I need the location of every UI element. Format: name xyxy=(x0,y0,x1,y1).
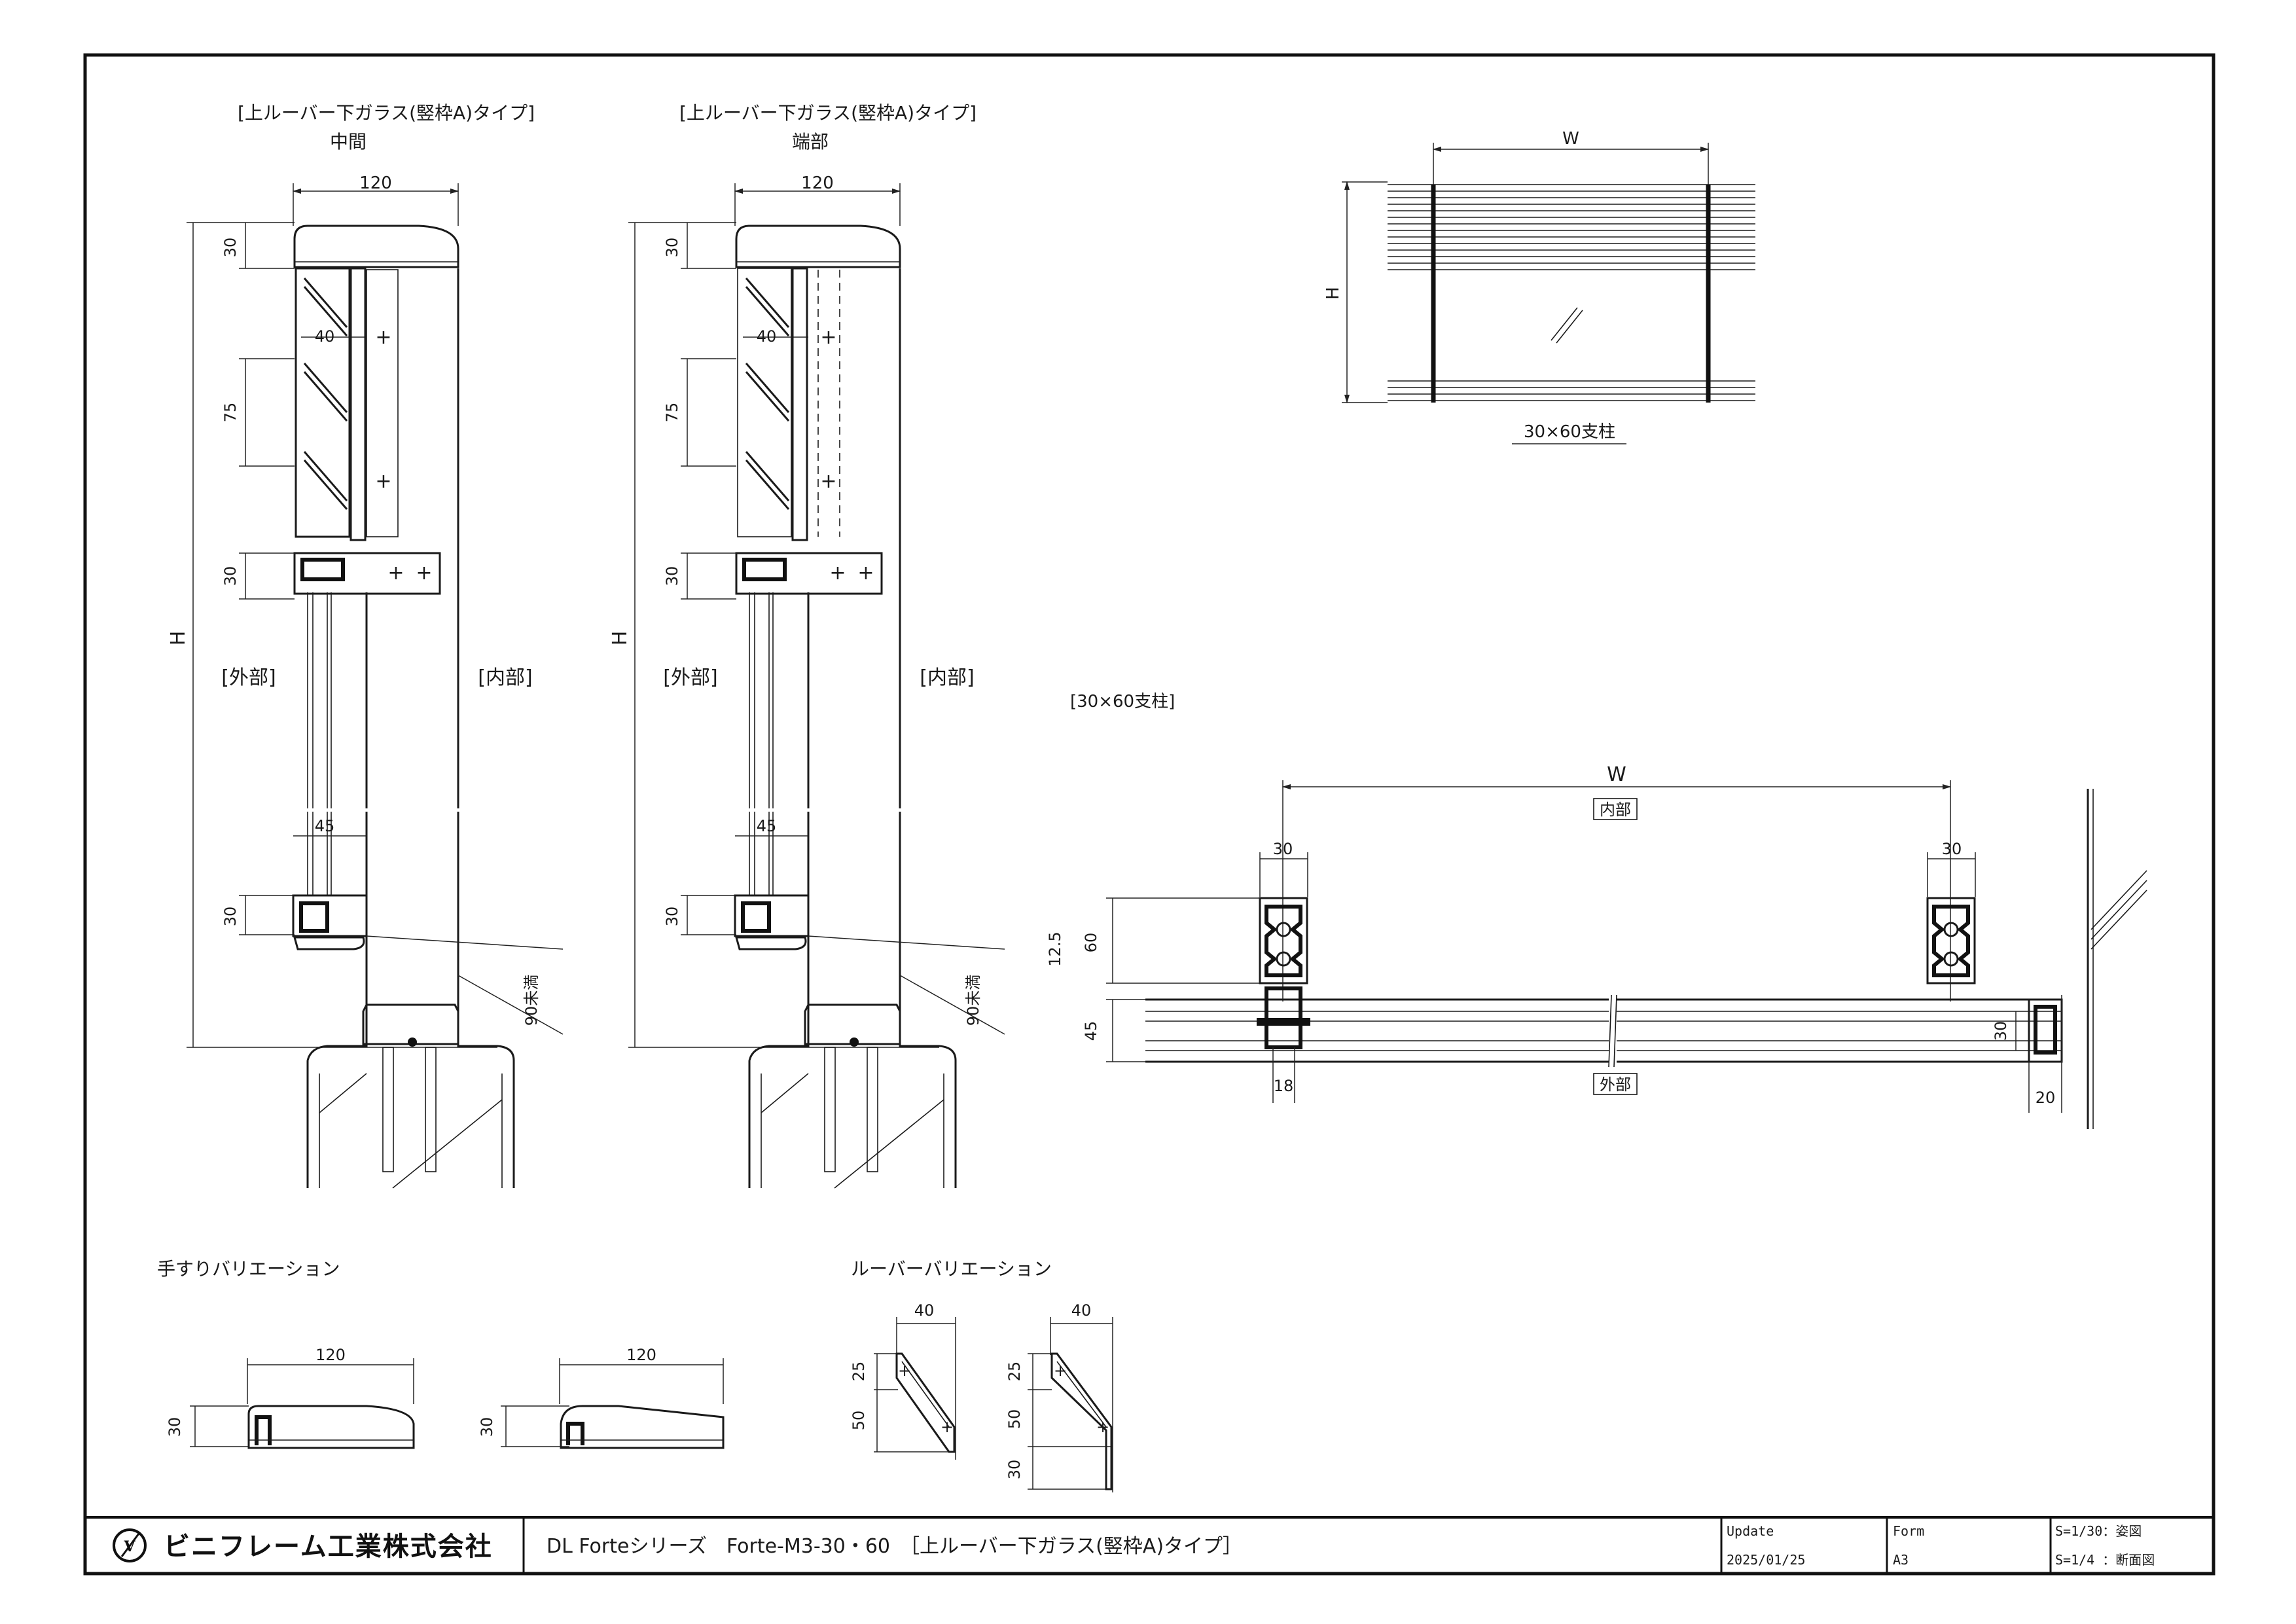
section-mid: [上ルーバー下ガラス(竪枠A)タイプ] 中間 120 H 30 75 30 30 xyxy=(167,102,564,1189)
louver-1-dim-50: 50 xyxy=(850,1411,868,1431)
scale-2: S=1/4 ：断面図 xyxy=(2055,1552,2155,1568)
section-end-label-outer: [外部] xyxy=(663,666,717,689)
sheet-border xyxy=(83,53,2215,1576)
section-end-subtitle: 端部 xyxy=(792,131,829,153)
plan-dim-30-side: 30 xyxy=(1992,1021,2010,1041)
plan-label-outer: 外部 xyxy=(1600,1075,1631,1094)
section-end-dim-louver: 40 xyxy=(757,327,777,346)
svg-text:V: V xyxy=(123,1538,135,1555)
handrail-2-width: 120 xyxy=(626,1346,656,1364)
elevation-view: W H 30×60支柱 xyxy=(1323,129,1755,444)
section-end-title: [上ルーバー下ガラス(竪枠A)タイプ] xyxy=(679,102,977,124)
plan-dim-w: W xyxy=(1607,763,1626,786)
plan-dim-20: 20 xyxy=(2036,1089,2056,1107)
section-end-dim-top: 30 xyxy=(663,238,681,258)
svg-text:+: + xyxy=(898,1362,911,1380)
section-mid-dim-height: H xyxy=(167,631,190,646)
update-label: Update xyxy=(1727,1523,1774,1539)
louver-1-width: 40 xyxy=(914,1301,935,1320)
section-end: [上ルーバー下ガラス(竪枠A)タイプ] 端部 120 H 30 75 30 30 xyxy=(609,102,1005,1189)
company-name: ビニフレーム工業株式会社 xyxy=(164,1531,493,1562)
section-end-dim-rail: 30 xyxy=(663,566,681,586)
svg-text:+: + xyxy=(829,562,846,585)
plan-dim-post-right: 30 xyxy=(1942,840,1962,858)
plan-title: [30×60支柱] xyxy=(1070,692,1175,712)
drawing-title: DL Forteシリーズ Forte-M3-30・60 ［上ルーバー下ガラス(竪… xyxy=(547,1535,1242,1558)
section-mid-label-inner: [内部] xyxy=(478,666,532,689)
plan-dim-18: 18 xyxy=(1274,1077,1294,1095)
form-value: A3 xyxy=(1893,1552,1909,1568)
section-mid-dim-embed: 90未満 xyxy=(522,975,541,1026)
svg-text:+: + xyxy=(857,562,874,585)
handrail-1-height: 30 xyxy=(166,1417,184,1437)
louver-2-dim-25: 25 xyxy=(1005,1362,1024,1382)
section-mid-subtitle: 中間 xyxy=(330,131,367,153)
svg-text:+: + xyxy=(375,326,391,349)
louver-2-dim-50: 50 xyxy=(1005,1409,1024,1430)
louver-variation-title: ルーバーバリエーション xyxy=(851,1258,1052,1280)
section-mid-dim-width: 120 xyxy=(359,173,392,193)
form-label: Form xyxy=(1893,1523,1924,1539)
louver-variation: ルーバーバリエーション 40 25 50 + + 40 25 50 30 + + xyxy=(850,1258,1113,1492)
section-end-dim-height: H xyxy=(609,631,632,646)
section-end-label-inner: [内部] xyxy=(920,666,974,689)
elevation-dim-w: W xyxy=(1562,129,1579,149)
svg-text:+: + xyxy=(1096,1418,1109,1436)
plan-dim-12-5: 12.5 xyxy=(1046,931,1064,966)
handrail-variation: 手すりバリエーション 120 30 120 30 xyxy=(157,1258,725,1449)
title-block: V ビニフレーム工業株式会社 DL Forteシリーズ Forte-M3-30・… xyxy=(85,1516,2214,1574)
section-end-dim-bottom-h: 30 xyxy=(663,907,681,927)
plan-dim-60: 60 xyxy=(1082,933,1100,953)
plan-view: [30×60支柱] W 内部 30 30 12.5 60 xyxy=(1046,692,2147,1129)
section-mid-dim-rail: 30 xyxy=(221,566,240,586)
section-mid-dim-louver: 40 xyxy=(315,327,335,346)
section-mid-dim-pitch: 75 xyxy=(221,403,240,423)
section-end-dim-pitch: 75 xyxy=(663,403,681,423)
plan-dim-post-left: 30 xyxy=(1273,840,1293,858)
section-mid-dim-bottom-w: 45 xyxy=(315,817,335,835)
section-end-dim-width: 120 xyxy=(801,173,834,193)
louver-2-width: 40 xyxy=(1071,1301,1092,1320)
section-mid-dim-top: 30 xyxy=(221,238,240,258)
svg-text:+: + xyxy=(375,470,391,493)
plan-label-inner: 内部 xyxy=(1600,801,1631,819)
section-mid-label-outer: [外部] xyxy=(221,666,276,689)
company-logo: V xyxy=(113,1528,147,1562)
section-end-dim-embed: 90未満 xyxy=(964,975,982,1026)
louver-1-dim-25: 25 xyxy=(850,1362,868,1382)
louver-2-dim-30: 30 xyxy=(1005,1460,1024,1480)
elevation-post-label: 30×60支柱 xyxy=(1524,422,1615,442)
svg-text:+: + xyxy=(1054,1362,1067,1380)
elevation-dim-h: H xyxy=(1323,287,1343,300)
svg-text:+: + xyxy=(820,470,836,493)
handrail-variation-title: 手すりバリエーション xyxy=(157,1258,340,1280)
section-mid-title: [上ルーバー下ガラス(竪枠A)タイプ] xyxy=(238,102,535,124)
section-end-dim-bottom-w: 45 xyxy=(757,817,777,835)
svg-text:+: + xyxy=(941,1418,954,1436)
svg-text:+: + xyxy=(820,326,836,349)
handrail-1-width: 120 xyxy=(315,1346,346,1364)
svg-text:+: + xyxy=(387,562,404,585)
update-value: 2025/01/25 xyxy=(1727,1552,1805,1568)
plan-dim-45: 45 xyxy=(1082,1021,1100,1041)
scale-1: S=1/30：姿図 xyxy=(2055,1523,2142,1539)
handrail-2-height: 30 xyxy=(478,1417,496,1437)
section-mid-dim-bottom-h: 30 xyxy=(221,907,240,927)
svg-text:+: + xyxy=(416,562,432,585)
